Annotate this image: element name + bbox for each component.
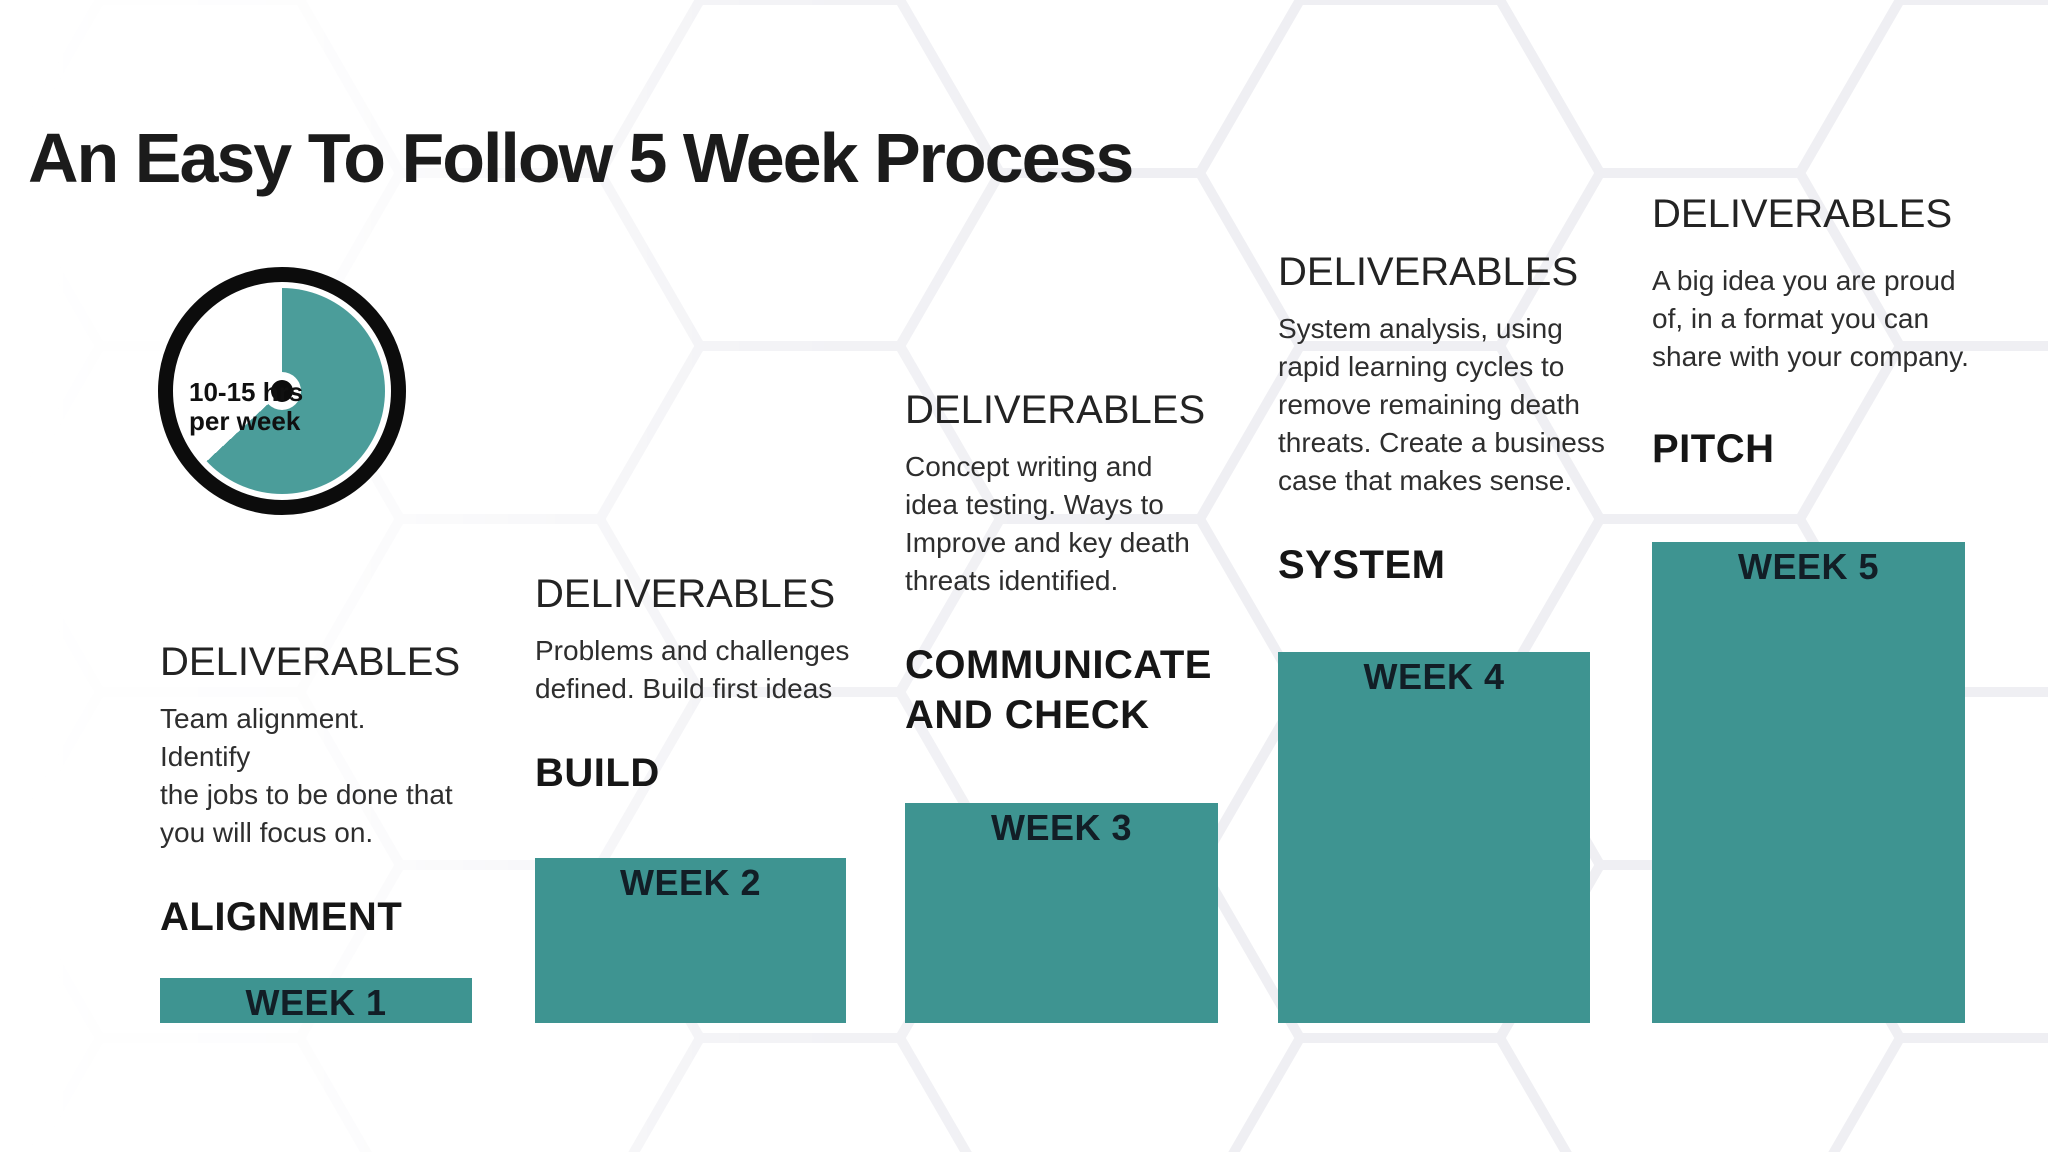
body-line: share with your company. xyxy=(1652,341,1969,372)
week-1-bar-label: WEEK 1 xyxy=(245,982,387,1023)
phase-label-alignment: ALIGNMENT xyxy=(160,892,460,942)
body-line: Problems and challenges xyxy=(535,635,850,666)
week-2-column: DELIVERABLES Problems and challenges def… xyxy=(535,572,895,798)
week-3-column: DELIVERABLES Concept writing and idea te… xyxy=(905,388,1235,740)
week-3-bar-label: WEEK 3 xyxy=(990,807,1133,848)
deliverables-body-week-1: Team alignment. Identify the jobs to be … xyxy=(160,700,460,852)
body-line: Concept writing and xyxy=(905,451,1153,482)
phase-label-pitch: PITCH xyxy=(1652,424,2012,474)
deliverables-heading-week-5: DELIVERABLES xyxy=(1652,192,1953,236)
body-line: defined. Build first ideas xyxy=(535,673,833,704)
week-5-column: DELIVERABLES A big idea you are proud of… xyxy=(1652,192,2012,474)
phase-line: COMMUNICATE xyxy=(905,643,1212,687)
week-2-bar: WEEK 2 xyxy=(535,858,846,1023)
week-2-bar-label: WEEK 2 xyxy=(619,862,762,903)
body-line: remove remaining death xyxy=(1278,389,1580,420)
body-line: of, in a format you can xyxy=(1652,303,1930,334)
deliverables-heading-week-1: DELIVERABLES xyxy=(160,640,461,684)
body-line: System analysis, using xyxy=(1278,313,1563,344)
phase-label-build: BUILD xyxy=(535,748,895,798)
slide-title: An Easy To Follow 5 Week Process xyxy=(28,119,1134,197)
week-4-bar: WEEK 4 xyxy=(1278,652,1590,1023)
body-line: Improve and key death xyxy=(905,527,1190,558)
deliverables-heading-week-2: DELIVERABLES xyxy=(535,572,836,616)
week-5-bar: WEEK 5 xyxy=(1652,542,1965,1023)
body-line: threats. Create a business xyxy=(1278,427,1605,458)
clock-label-line1: 10-15 hrs xyxy=(189,377,304,407)
deliverables-heading-week-3: DELIVERABLES xyxy=(905,388,1206,432)
week-4-bar-label: WEEK 4 xyxy=(1363,656,1505,697)
week-1-bar: WEEK 1 xyxy=(160,978,472,1023)
deliverables-body-week-4: System analysis, using rapid learning cy… xyxy=(1278,310,1638,500)
body-line: A big idea you are proud xyxy=(1652,265,1956,296)
phase-line: ALIGNMENT xyxy=(160,895,403,939)
phase-line: BUILD xyxy=(535,751,660,795)
phase-line: PITCH xyxy=(1652,427,1775,471)
body-line: rapid learning cycles to xyxy=(1278,351,1565,382)
body-line: idea testing. Ways to xyxy=(905,489,1164,520)
body-line: you will focus on. xyxy=(160,817,374,848)
phase-label-system: SYSTEM xyxy=(1278,540,1638,590)
time-commitment-clock-icon: 10-15 hrs per week xyxy=(158,267,406,515)
deliverables-body-week-3: Concept writing and idea testing. Ways t… xyxy=(905,448,1235,600)
body-line: the jobs to be done that xyxy=(160,779,453,810)
week-1-column: DELIVERABLES Team alignment. Identify th… xyxy=(160,640,460,942)
body-line: Team alignment. Identify xyxy=(160,703,366,772)
clock-center-dot xyxy=(263,372,301,410)
week-4-column: DELIVERABLES System analysis, using rapi… xyxy=(1278,250,1638,590)
phase-line: SYSTEM xyxy=(1278,543,1446,587)
deliverables-body-week-5: A big idea you are proud of, in a format… xyxy=(1652,262,2012,376)
clock-label: 10-15 hrs per week xyxy=(189,378,303,435)
clock-label-line2: per week xyxy=(189,405,301,436)
deliverables-body-week-2: Problems and challenges defined. Build f… xyxy=(535,632,895,708)
body-line: threats identified. xyxy=(905,565,1119,596)
deliverables-heading-week-4: DELIVERABLES xyxy=(1278,250,1579,294)
body-line: case that makes sense. xyxy=(1278,465,1573,496)
phase-line: AND CHECK xyxy=(905,693,1150,737)
week-3-bar: WEEK 3 xyxy=(905,803,1218,1023)
phase-label-communicate-and-check: COMMUNICATE AND CHECK xyxy=(905,640,1235,740)
week-5-bar-label: WEEK 5 xyxy=(1737,546,1880,587)
